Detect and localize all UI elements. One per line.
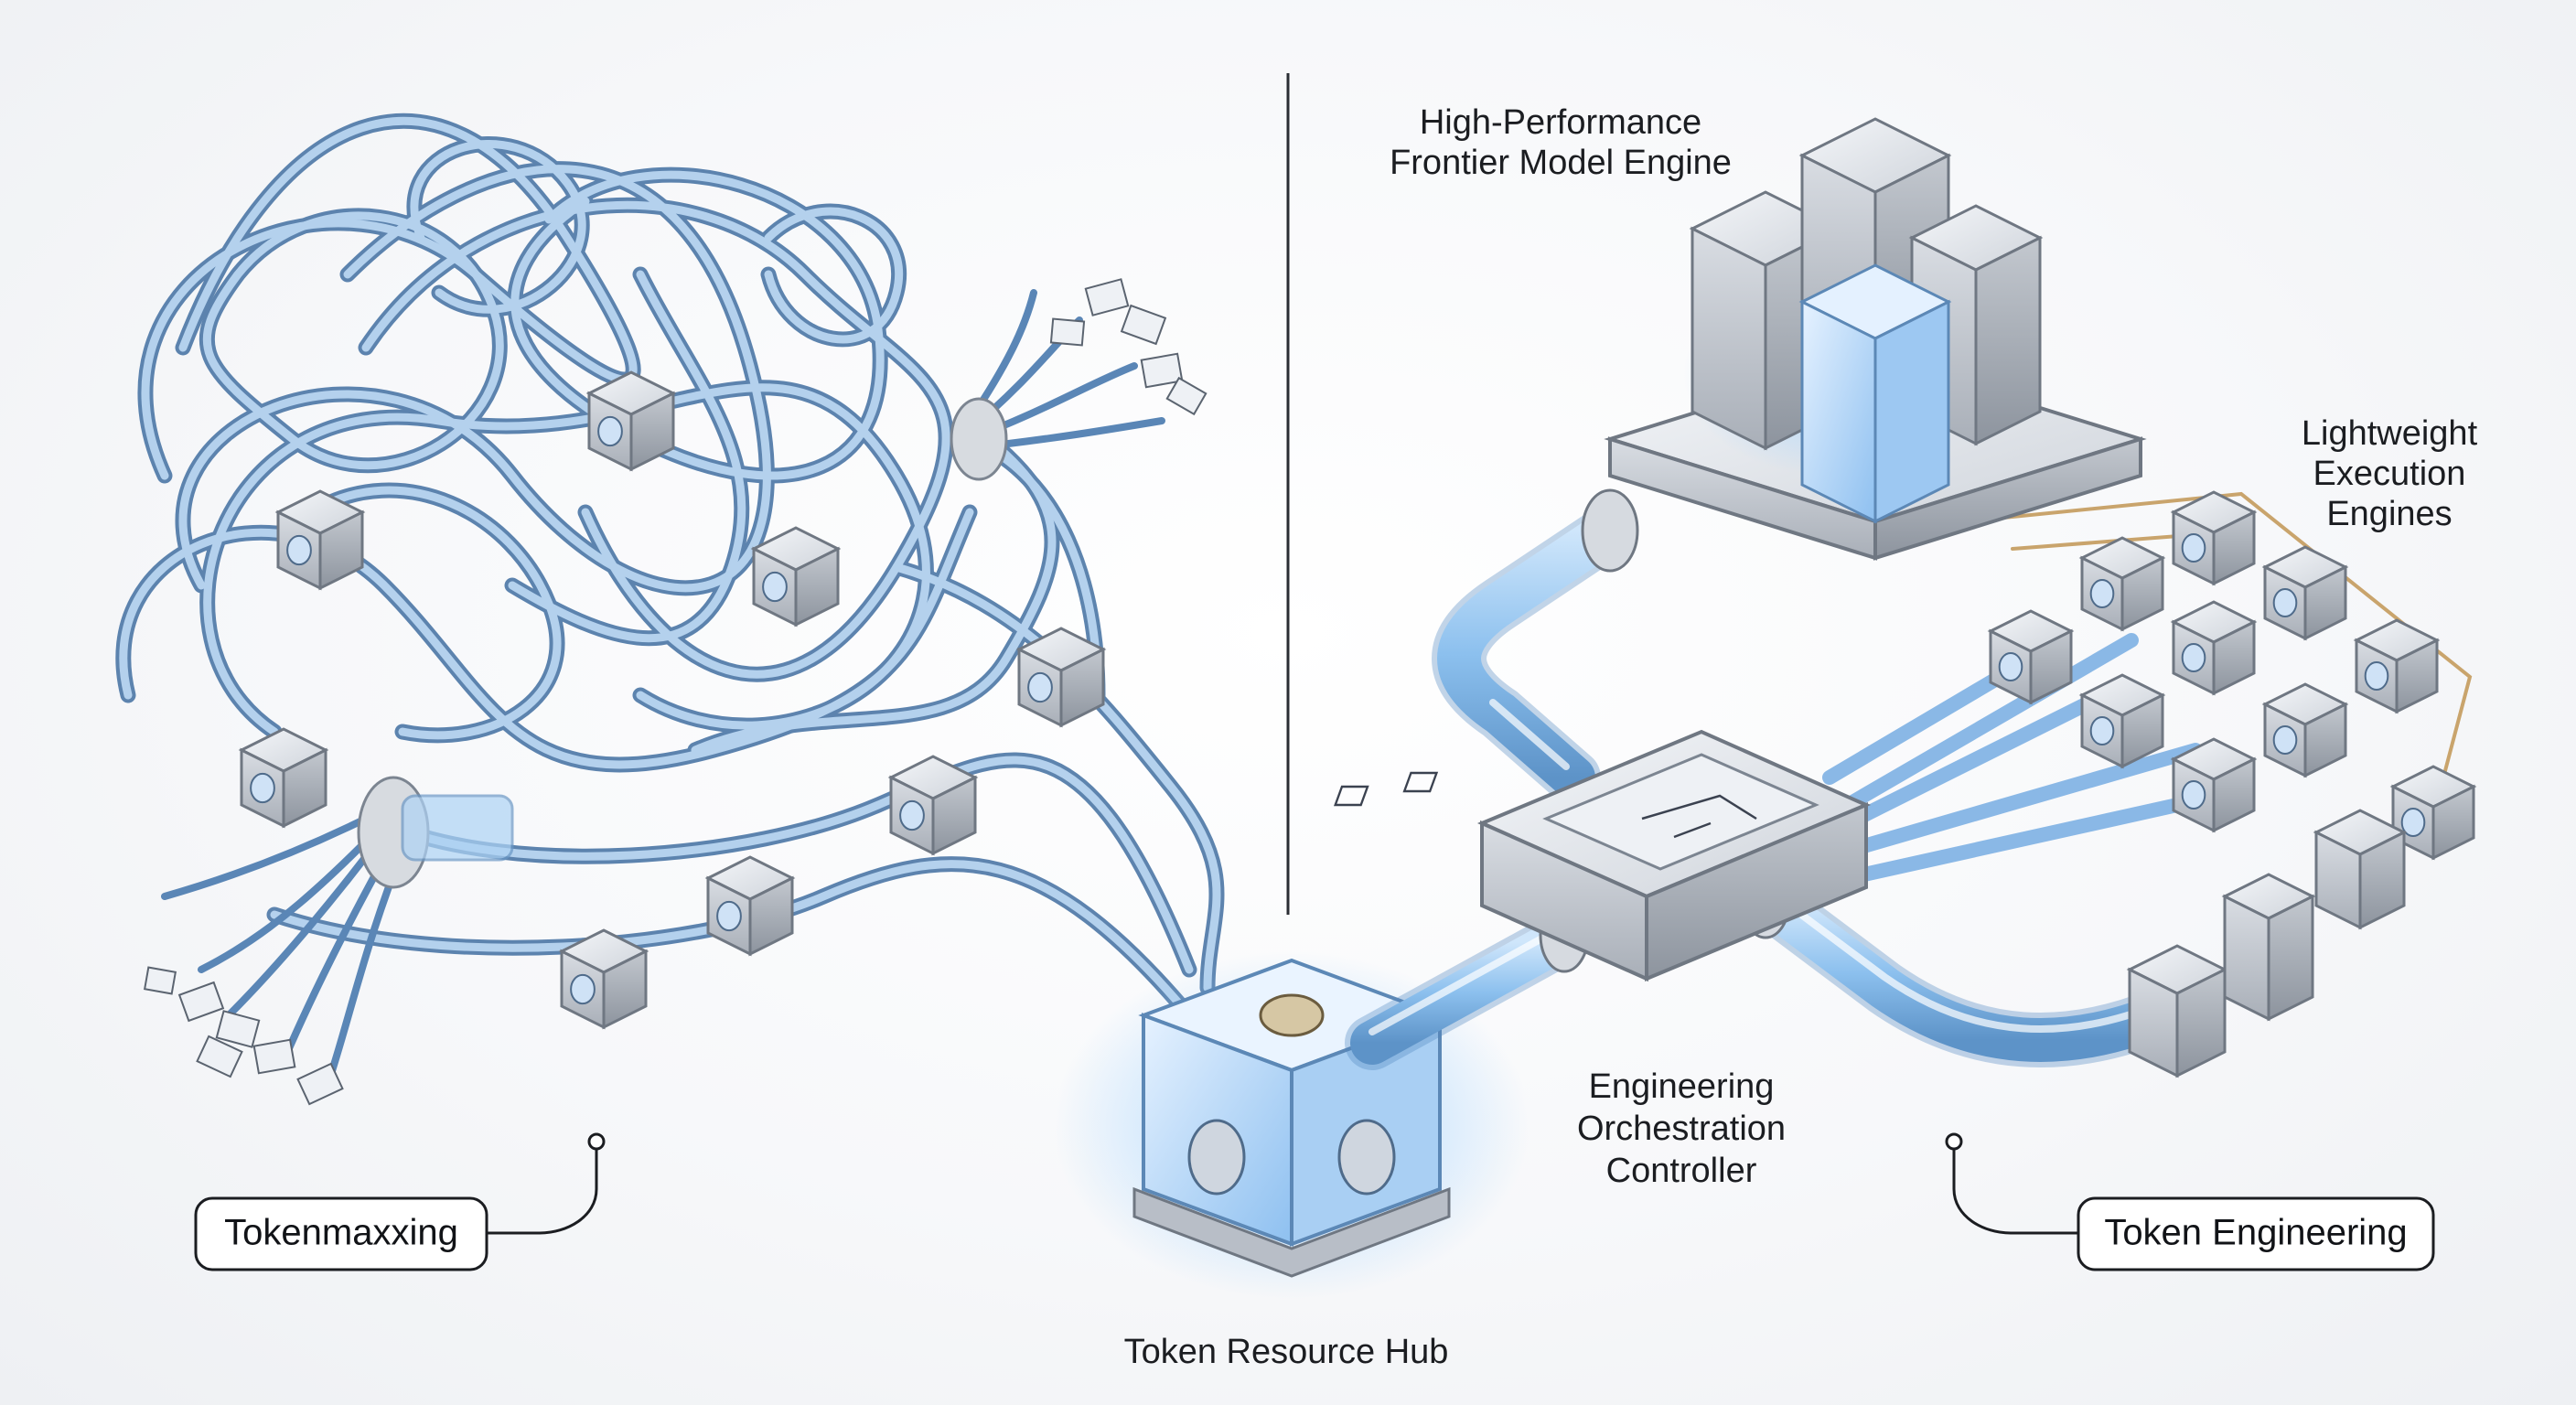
junction-cube bbox=[1019, 628, 1103, 725]
lightweight-engine-cube bbox=[2265, 684, 2345, 776]
lightweight-label-line3: Engines bbox=[2326, 495, 2452, 533]
orchestration-label-line1: Engineering bbox=[1589, 1067, 1775, 1106]
junction-cube bbox=[708, 857, 792, 954]
frontier-engine-label-line2: Frontier Model Engine bbox=[1390, 144, 1732, 182]
junction-cube bbox=[278, 491, 362, 588]
lightweight-engine-cubes bbox=[1991, 492, 2474, 858]
junction-cube bbox=[891, 756, 975, 853]
junction-cube bbox=[562, 930, 646, 1027]
token-engineering-text: Token Engineering bbox=[2104, 1213, 2407, 1253]
lightweight-label-line2: Execution bbox=[2313, 455, 2466, 493]
lightweight-engine-cube bbox=[2356, 620, 2437, 712]
lightweight-engine-cube bbox=[2082, 538, 2163, 629]
simple-engine-cube bbox=[2130, 946, 2225, 1076]
tangled-tubes bbox=[123, 121, 1217, 1079]
lightweight-engine-cube bbox=[2174, 739, 2254, 831]
hub-label: Token Resource Hub bbox=[1124, 1333, 1449, 1371]
junction-cube bbox=[754, 528, 838, 625]
lightweight-engine-cube bbox=[2265, 547, 2345, 638]
orchestration-label-line3: Controller bbox=[1606, 1152, 1757, 1190]
simple-engine-cube bbox=[2316, 810, 2404, 928]
orchestration-label-line2: Orchestration bbox=[1577, 1110, 1786, 1148]
junction-cube bbox=[242, 729, 326, 826]
lightweight-engine-cube bbox=[2174, 492, 2254, 584]
lightweight-engine-cube bbox=[2174, 602, 2254, 693]
junction-cube bbox=[589, 372, 673, 469]
simple-engine-cubes bbox=[2130, 810, 2404, 1076]
callout-token-engineering: Token Engineering bbox=[1947, 1134, 2433, 1270]
tokenmaxxing-text: Tokenmaxxing bbox=[224, 1213, 458, 1253]
simple-engine-stack bbox=[2225, 874, 2313, 1019]
frontier-tower-glowing bbox=[1802, 265, 1948, 521]
lightweight-label-line1: Lightweight bbox=[2302, 414, 2478, 453]
callout-tokenmaxxing: Tokenmaxxing bbox=[196, 1134, 604, 1270]
frontier-engine-label-line1: High-Performance bbox=[1420, 103, 1701, 142]
lightweight-engine-cube bbox=[2082, 675, 2163, 767]
lightweight-engine-cube bbox=[1991, 611, 2071, 702]
